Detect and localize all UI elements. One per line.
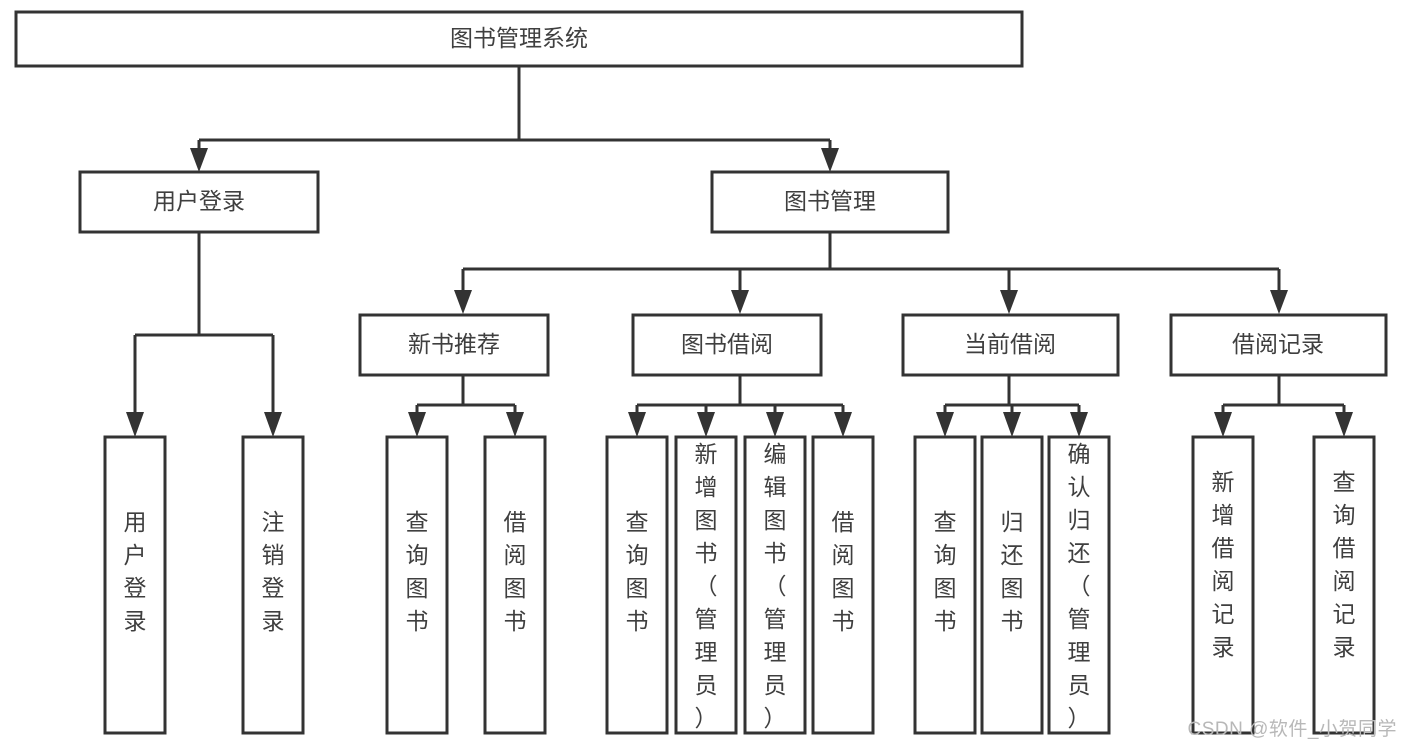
node-leaf-user-login-label: 用户登录 (124, 509, 147, 634)
node-leaf-query-book-2-label: 查询图书 (626, 509, 649, 634)
node-new-book-recommend[interactable]: 新书推荐 (358, 313, 550, 377)
arrow-head-leaf-borrow-book-1 (506, 412, 524, 437)
node-leaf-user-login-box[interactable] (103, 435, 167, 735)
node-leaf-user-login[interactable]: 用户登录 (103, 435, 167, 735)
node-leaf-query-book-3[interactable]: 查询图书 (913, 435, 977, 735)
node-leaf-edit-book[interactable]: 编辑图书（管理员） (743, 435, 807, 735)
arrow-head-book-borrow (731, 290, 749, 314)
node-new-book-recommend-label: 新书推荐 (408, 331, 500, 357)
arrow-head-leaf-query-book-1 (408, 412, 426, 437)
node-book-manage[interactable]: 图书管理 (710, 170, 950, 234)
arrow-head-leaf-user-logout (264, 412, 282, 437)
arrow-head-leaf-query-book-2 (628, 412, 646, 437)
node-borrow-record-box[interactable] (1169, 313, 1388, 377)
node-leaf-return-book[interactable]: 归还图书 (980, 435, 1044, 735)
node-root-label: 图书管理系统 (450, 25, 588, 51)
node-leaf-query-book-2-box[interactable] (605, 435, 669, 735)
node-book-manage-label: 图书管理 (784, 188, 876, 214)
node-leaf-query-book-2[interactable]: 查询图书 (605, 435, 669, 735)
node-leaf-add-record[interactable]: 新增借阅记录 (1191, 435, 1255, 735)
node-leaf-user-logout-label: 注销登录 (262, 509, 285, 634)
node-user-login-label: 用户登录 (153, 188, 245, 214)
node-leaf-confirm-return-label: 确认归还（管理员） (1068, 441, 1091, 731)
node-leaf-query-book-3-box[interactable] (913, 435, 977, 735)
node-leaf-add-record-box[interactable] (1191, 435, 1255, 735)
arrow-head-leaf-add-record (1214, 412, 1232, 437)
node-leaf-borrow-book-1[interactable]: 借阅图书 (483, 435, 547, 735)
node-borrow-record-label: 借阅记录 (1232, 331, 1324, 357)
node-root-box[interactable] (14, 10, 1024, 68)
node-leaf-query-book-1-label: 查询图书 (406, 509, 429, 634)
node-leaf-borrow-book-2[interactable]: 借阅图书 (811, 435, 875, 735)
arrow-head-leaf-query-book-3 (936, 412, 954, 437)
node-leaf-query-record-box[interactable] (1312, 435, 1376, 735)
node-leaf-borrow-book-1-box[interactable] (483, 435, 547, 735)
node-leaf-add-book-box[interactable] (674, 435, 738, 735)
node-leaf-query-record-label: 查询借阅记录 (1333, 469, 1356, 660)
node-current-borrow-label: 当前借阅 (964, 331, 1056, 357)
arrow-head-leaf-add-book (697, 412, 715, 437)
node-leaf-user-logout[interactable]: 注销登录 (241, 435, 305, 735)
csdn-watermark: CSDN @软件_小贺同学 (1187, 719, 1397, 740)
arrow-head-borrow-record (1270, 290, 1288, 314)
node-leaf-add-record-label: 新增借阅记录 (1212, 469, 1235, 660)
node-leaf-return-book-box[interactable] (980, 435, 1044, 735)
node-leaf-query-book-1-box[interactable] (385, 435, 449, 735)
node-leaf-query-book-3-label: 查询图书 (934, 509, 957, 634)
node-leaf-query-record[interactable]: 查询借阅记录 (1312, 435, 1376, 735)
node-leaf-edit-book-box[interactable] (743, 435, 807, 735)
node-leaf-borrow-book-2-label: 借阅图书 (832, 509, 855, 634)
arrow-head-leaf-query-record (1335, 412, 1353, 437)
node-leaf-confirm-return-box[interactable] (1047, 435, 1111, 735)
node-book-borrow[interactable]: 图书借阅 (631, 313, 823, 377)
node-book-borrow-label: 图书借阅 (681, 331, 773, 357)
node-leaf-query-book-1[interactable]: 查询图书 (385, 435, 449, 735)
node-book-borrow-box[interactable] (631, 313, 823, 377)
node-leaf-add-book[interactable]: 新增图书（管理员） (674, 435, 738, 735)
node-root[interactable]: 图书管理系统 (14, 10, 1024, 68)
arrow-head-leaf-return-book (1003, 412, 1021, 437)
node-leaf-confirm-return[interactable]: 确认归还（管理员） (1047, 435, 1111, 735)
node-leaf-user-logout-box[interactable] (241, 435, 305, 735)
arrow-head-leaf-confirm-return (1070, 412, 1088, 437)
arrow-head-user-login (190, 148, 208, 172)
node-leaf-borrow-book-1-label: 借阅图书 (504, 509, 527, 634)
node-current-borrow[interactable]: 当前借阅 (901, 313, 1120, 377)
node-book-manage-box[interactable] (710, 170, 950, 234)
arrow-head-new-book-recommend (454, 290, 472, 314)
node-leaf-borrow-book-2-box[interactable] (811, 435, 875, 735)
node-leaf-return-book-label: 归还图书 (1001, 509, 1024, 634)
node-leaf-add-book-label: 新增图书（管理员） (695, 441, 718, 731)
node-user-login[interactable]: 用户登录 (78, 170, 320, 234)
arrow-head-leaf-edit-book (766, 412, 784, 437)
node-current-borrow-box[interactable] (901, 313, 1120, 377)
arrow-head-leaf-user-login (126, 412, 144, 437)
node-borrow-record[interactable]: 借阅记录 (1169, 313, 1388, 377)
connectors-layer (126, 66, 1353, 437)
arrow-head-current-borrow (1000, 290, 1018, 314)
node-leaf-edit-book-label: 编辑图书（管理员） (764, 441, 787, 731)
arrow-head-book-manage (821, 148, 839, 172)
arrow-head-leaf-borrow-book-2 (834, 412, 852, 437)
node-new-book-recommend-box[interactable] (358, 313, 550, 377)
node-user-login-box[interactable] (78, 170, 320, 234)
